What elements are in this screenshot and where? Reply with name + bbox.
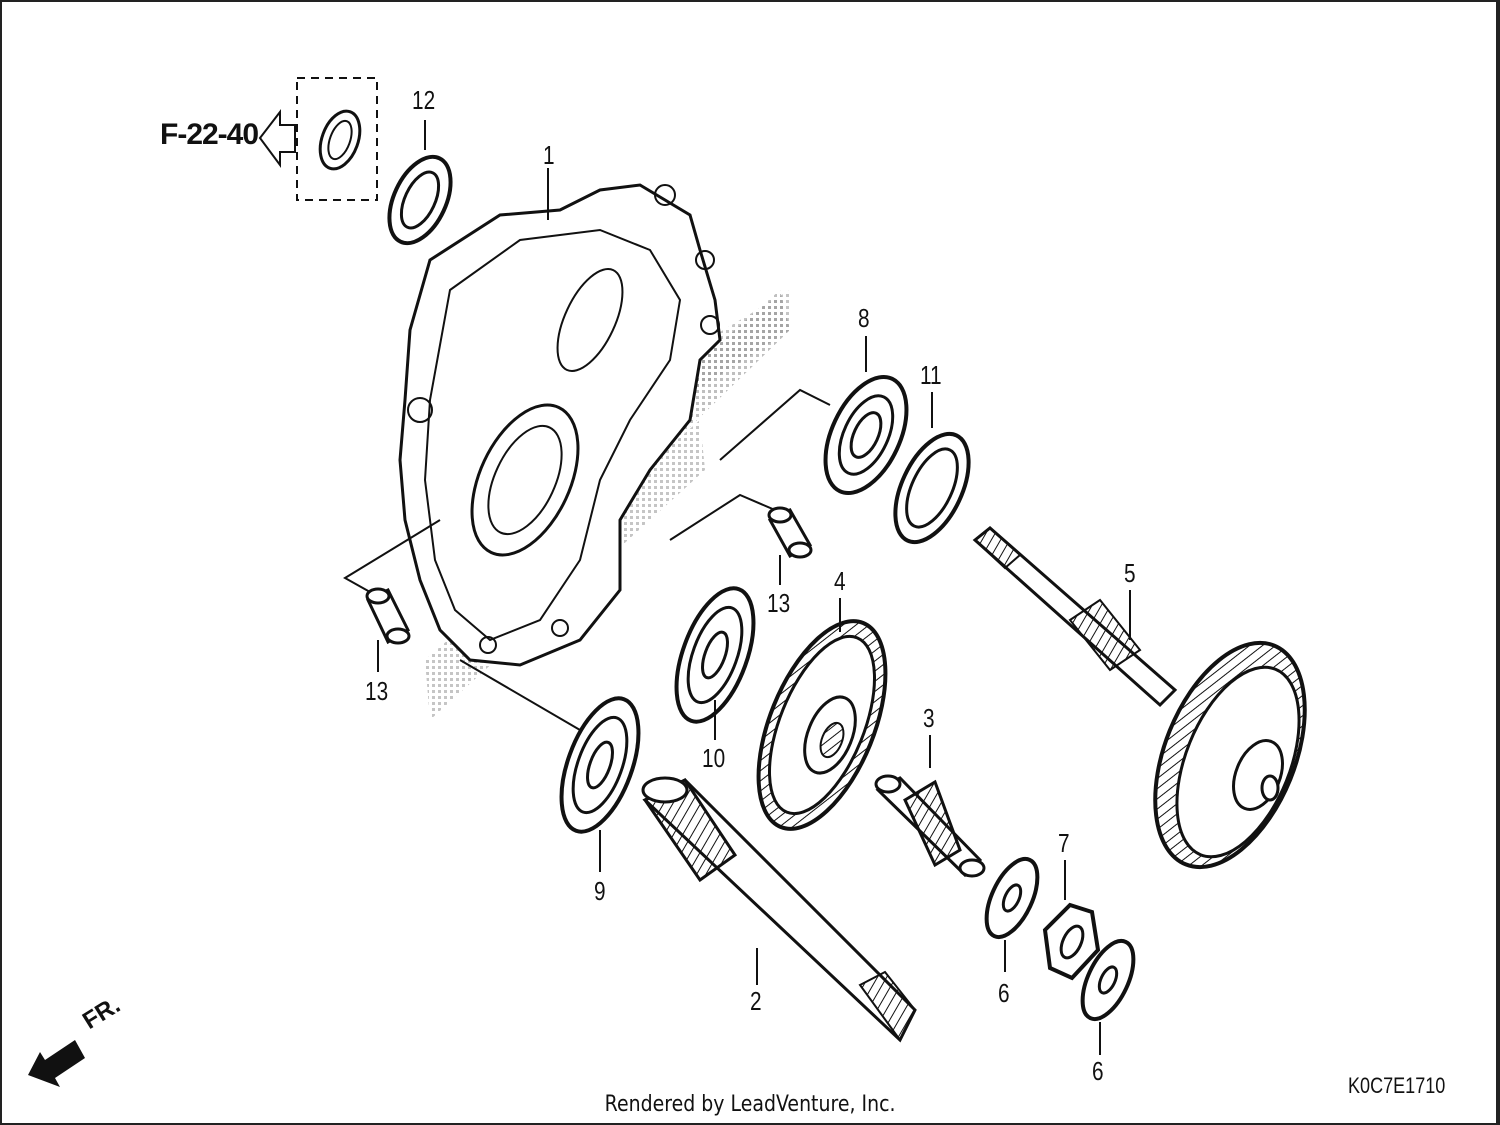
leader-lines	[343, 388, 831, 731]
part-13-dowel-pin-lower	[365, 587, 411, 672]
credit-text: Rendered by LeadVenture, Inc.	[604, 1092, 896, 1117]
part-2-mainshaft	[641, 776, 917, 1043]
part-10-bearing	[674, 586, 756, 740]
callout-13-upper[interactable]: 13	[767, 588, 791, 618]
callout-10[interactable]: 10	[702, 743, 726, 773]
part-9-bearing	[559, 696, 641, 872]
part-7-lock-nut	[1042, 860, 1101, 981]
callout-5[interactable]: 5	[1124, 558, 1136, 588]
part-8-bearing	[823, 336, 909, 495]
callout-7[interactable]: 7	[1058, 828, 1070, 858]
reference-box	[296, 77, 378, 201]
callout-11[interactable]: 11	[920, 360, 942, 390]
part-13-dowel-pin-upper	[767, 506, 813, 585]
callout-1[interactable]: 1	[543, 140, 555, 170]
reference-arrow	[258, 109, 296, 169]
callout-3[interactable]: 3	[923, 703, 935, 733]
part-1-transmission-case	[398, 168, 722, 667]
reference-page-label[interactable]: F-22-40	[160, 118, 259, 151]
diagram-code: K0C7E1710	[1348, 1073, 1446, 1098]
part-6-washer-upper	[984, 857, 1040, 972]
callout-2[interactable]: 2	[750, 986, 762, 1016]
part-5-final-shaft	[972, 526, 1307, 870]
callout-6-upper[interactable]: 6	[998, 978, 1010, 1008]
part-6-washer-lower	[1080, 939, 1136, 1055]
front-arrow-icon	[28, 1040, 85, 1087]
callout-13-lower[interactable]: 13	[365, 676, 389, 706]
part-12-oil-seal	[387, 120, 453, 246]
part-3-countershaft	[874, 735, 986, 878]
callout-6-lower[interactable]: 6	[1092, 1056, 1104, 1086]
credit-line: Rendered by LeadVenture, Inc.	[0, 1092, 1500, 1117]
callout-4[interactable]: 4	[834, 566, 846, 596]
part-11-oil-seal	[893, 392, 971, 545]
callout-9[interactable]: 9	[594, 876, 606, 906]
part-4-countershaft-gear	[756, 598, 888, 831]
callout-12[interactable]: 12	[412, 85, 436, 115]
callout-8[interactable]: 8	[858, 303, 870, 333]
